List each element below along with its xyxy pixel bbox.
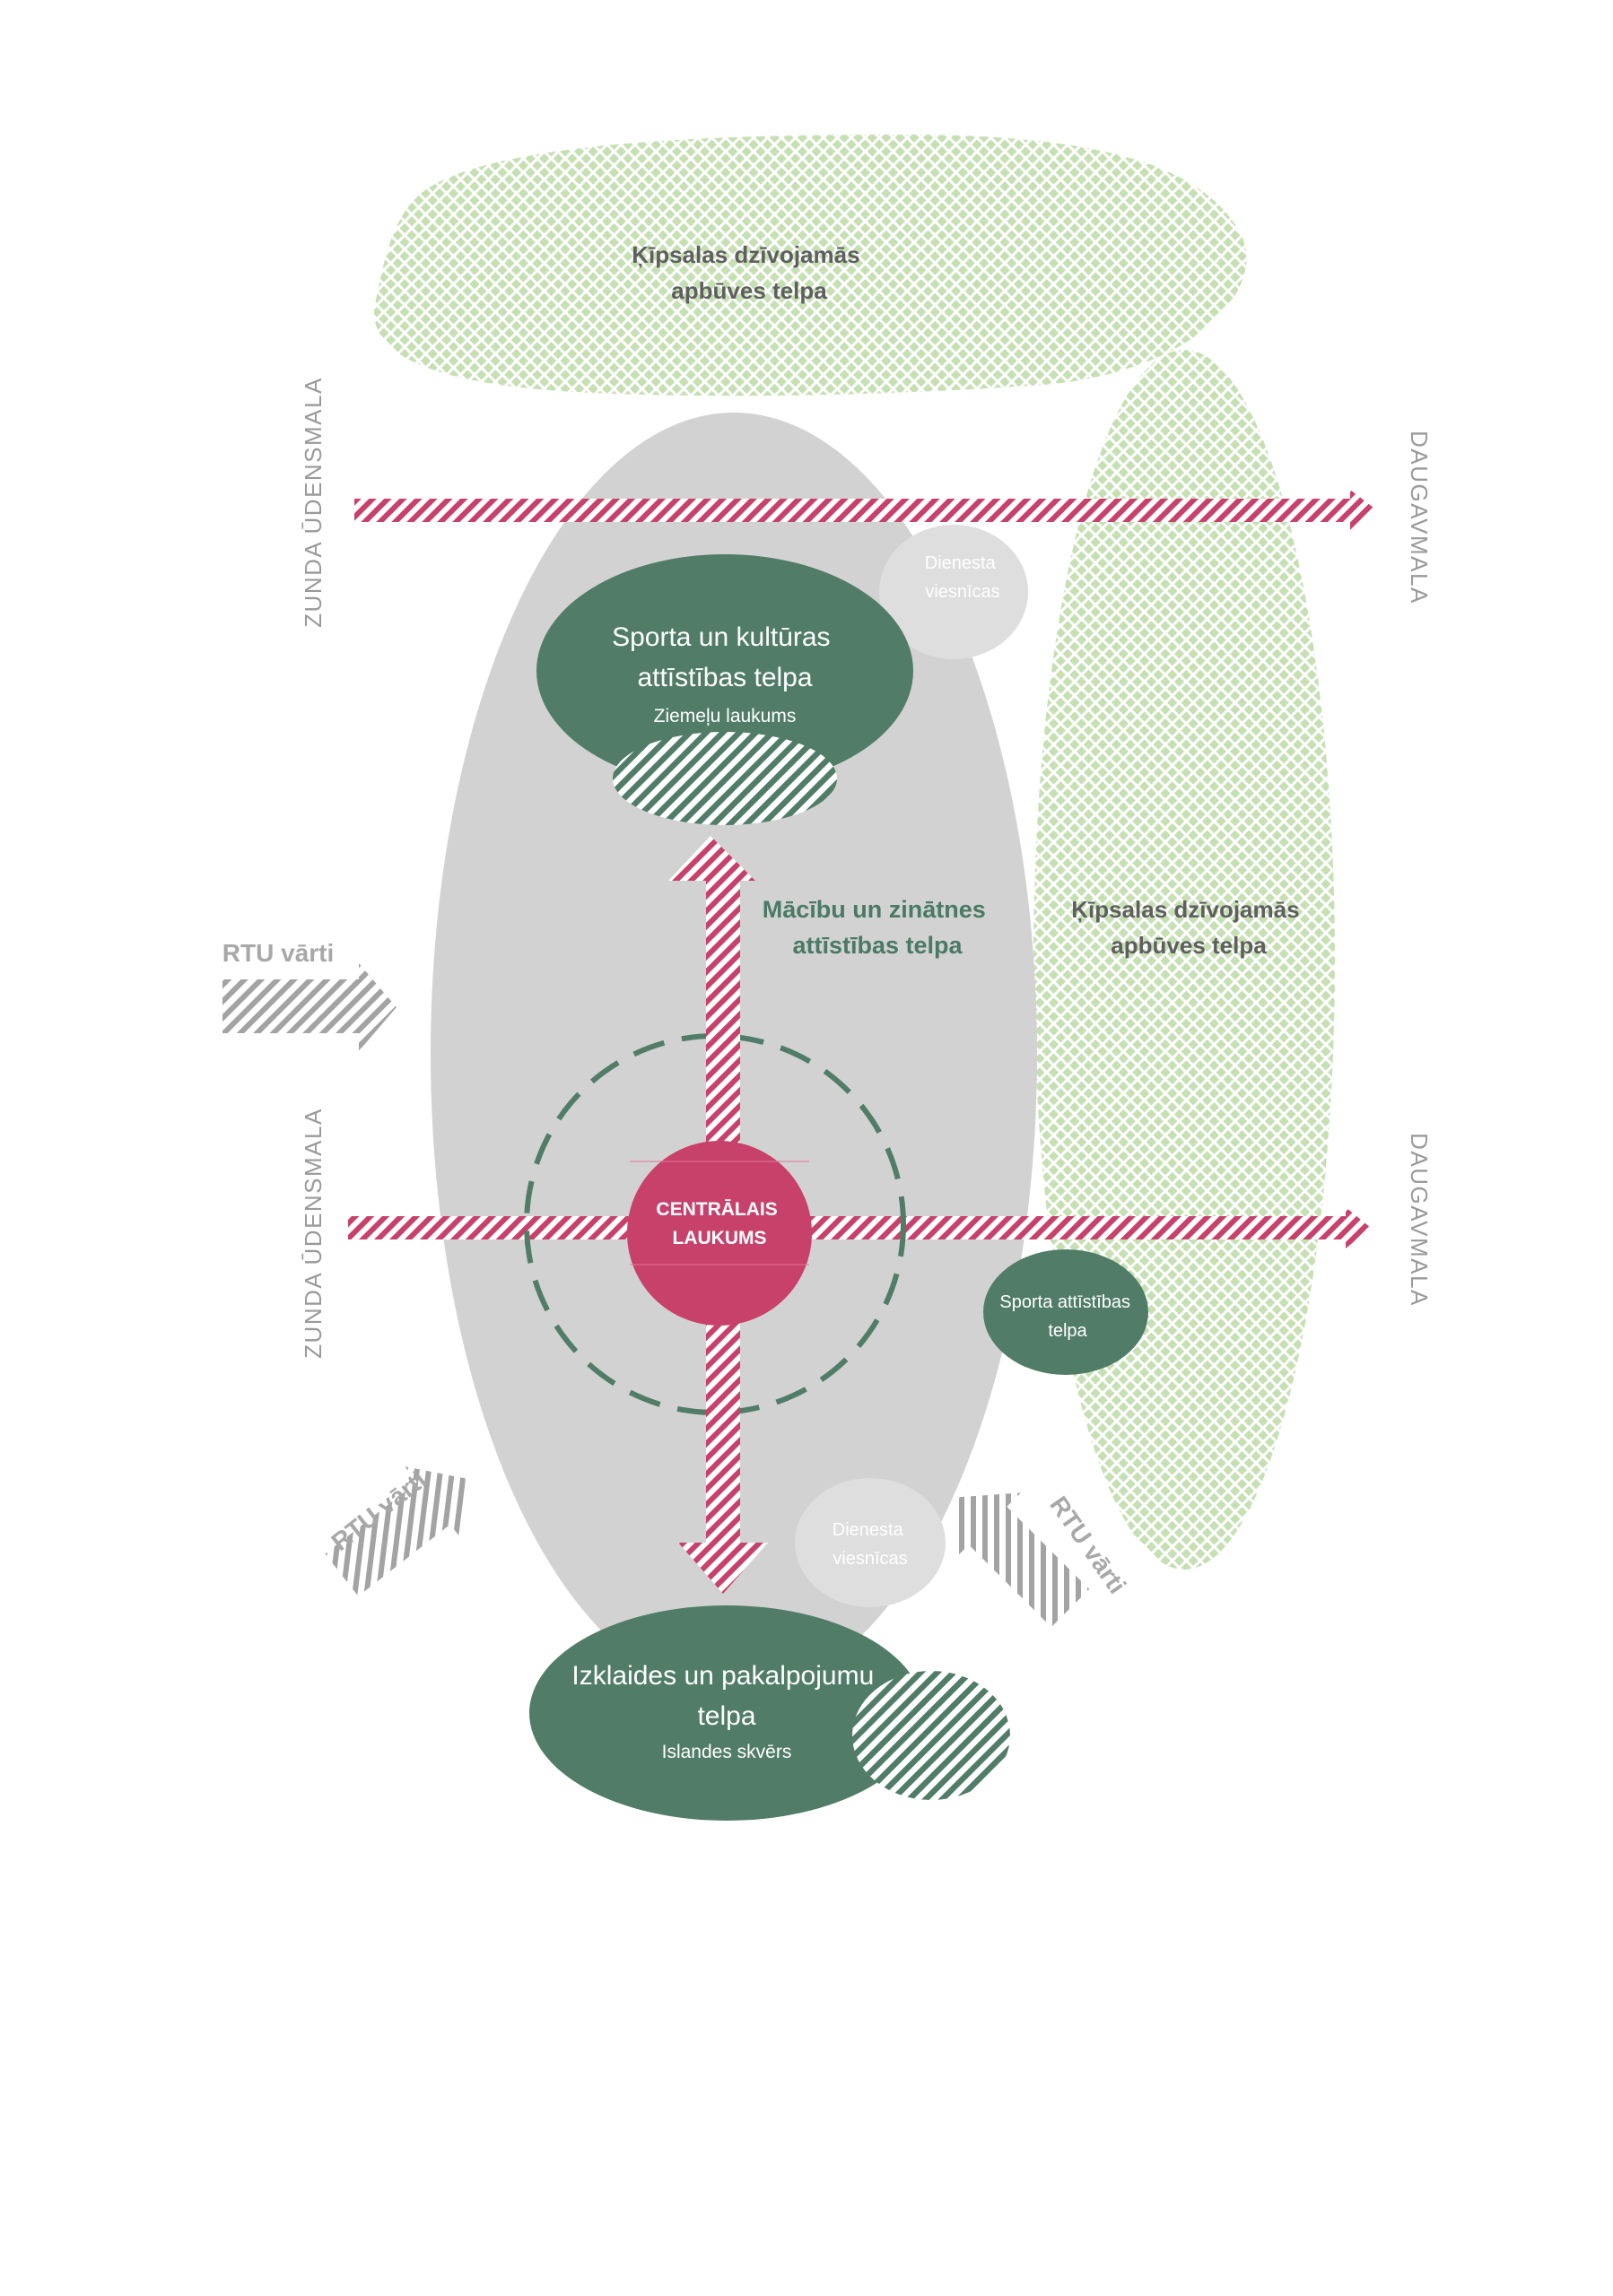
- residential-right-label: Ķīpsalas dzīvojamās apbūves telpa: [1071, 896, 1306, 959]
- rtu-gate-left-label: RTU vārti: [222, 939, 334, 967]
- zunda-waterfront-bottom: ZUNDA ŪDENSMALA: [300, 1108, 327, 1359]
- entertainment-line2: telpa: [697, 1701, 755, 1731]
- service-hotels-top: Dienesta viesnīcas: [879, 525, 1028, 659]
- svg-text:Izklaides un pakalpojumu: Izklaides un pakalpojumu telpa: [571, 1661, 881, 1731]
- residential-top-label: Ķīpsalas dzīvojamās apbūves telpa: [632, 241, 867, 304]
- residential-right-line2: apbūves telpa: [1111, 932, 1267, 959]
- waterfront-axis-bottom: [348, 1207, 1371, 1248]
- rtu-gate-left: RTU vārti: [222, 939, 397, 1051]
- waterfront-axis-top: [354, 490, 1377, 531]
- education-science-label: Mācību un zinātnes attīstības telpa: [763, 896, 993, 959]
- svg-text:Dienesta viesnīcas: Dienesta viesnīcas: [925, 553, 1001, 602]
- daugava-waterfront-bottom: DAUGAVMALA: [1406, 1133, 1433, 1307]
- sports-development-line2: telpa: [1048, 1321, 1087, 1341]
- svg-text:Sporta attīstības telpa: Sporta attīstības telpa: [999, 1292, 1135, 1341]
- entertainment-line1: Izklaides un pakalpojumu: [571, 1661, 874, 1691]
- residential-zone-right: [1033, 350, 1335, 1570]
- daugava-waterfront-top: DAUGAVMALA: [1406, 430, 1433, 604]
- service-hotels-top-line1: Dienesta: [925, 553, 997, 573]
- service-hotels-bottom: Dienesta viesnīcas: [795, 1478, 946, 1607]
- central-square-line2: LAUKUMS: [673, 1228, 767, 1248]
- service-hotels-bottom-line1: Dienesta: [833, 1520, 904, 1540]
- central-square: CENTRĀLAIS LAUKUMS: [627, 1141, 812, 1326]
- sports-development-line1: Sporta attīstības: [999, 1292, 1130, 1312]
- residential-zone-top: [374, 135, 1247, 396]
- entertainment-sub: Islandes skvērs: [662, 1742, 792, 1762]
- sports-culture-sub: Ziemeļu laukums: [654, 706, 797, 726]
- education-science-line2: attīstības telpa: [792, 932, 963, 959]
- sports-development-space: Sporta attīstības telpa: [983, 1249, 1148, 1375]
- zunda-waterfront-top: ZUNDA ŪDENSMALA: [300, 377, 327, 628]
- service-hotels-top-line2: viesnīcas: [925, 582, 999, 602]
- entertainment-space: Izklaides un pakalpojumu telpa Islandes …: [529, 1605, 1010, 1821]
- sports-culture-hatch: [613, 732, 837, 825]
- svg-text:Sporta un kultūras attīs: Sporta un kultūras attīstības telpa: [612, 622, 838, 692]
- sports-culture-line2: attīstības telpa: [637, 663, 812, 692]
- rtu-gate-bottom-left: RTU vārti: [325, 1465, 466, 1596]
- residential-top-line2: apbūves telpa: [671, 277, 827, 304]
- svg-text:Dienesta viesnīcas: Dienesta viesnīcas: [833, 1520, 909, 1569]
- sports-culture-line1: Sporta un kultūras: [612, 622, 830, 652]
- residential-top-line1: Ķīpsalas dzīvojamās: [632, 241, 859, 268]
- svg-text:CENTRĀLAIS LAUKUMS: CENTRĀLAIS LAUKUMS: [656, 1199, 782, 1248]
- education-science-line1: Mācību un zinātnes: [763, 896, 986, 923]
- rtu-gate-bottom-right: RTU vārti: [955, 1492, 1131, 1628]
- sports-culture-space: Sporta un kultūras attīstības telpa Ziem…: [536, 554, 913, 825]
- residential-right-line1: Ķīpsalas dzīvojamās: [1071, 896, 1299, 923]
- service-hotels-bottom-line2: viesnīcas: [833, 1549, 907, 1569]
- central-square-line1: CENTRĀLAIS: [656, 1199, 777, 1220]
- entertainment-hatch: [852, 1671, 1010, 1800]
- central-square-ring: [524, 1033, 906, 1415]
